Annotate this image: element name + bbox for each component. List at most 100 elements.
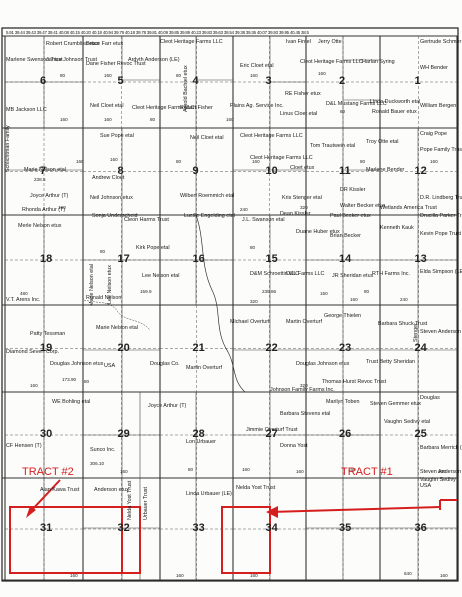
owner-label: Alan Kawa Trust xyxy=(40,487,80,493)
owner-label: Marlene Swenson Trust xyxy=(6,57,63,63)
owner-label: Cleot Heritage Farms LLC xyxy=(132,105,195,111)
acreage-label: 160 xyxy=(242,467,250,472)
acreage-label: 160 xyxy=(76,159,84,164)
owner-label: Trust Betty Sheridan xyxy=(366,359,415,365)
acreage-label: 160 xyxy=(440,573,448,578)
owner-label: Neil Cloet etal xyxy=(190,135,224,141)
owner-label: Dean Kissler xyxy=(280,211,311,217)
owner-label: Barbara Merrick (L) xyxy=(420,445,462,451)
owner-label: Steven Anderson etux xyxy=(420,469,462,475)
owner-label: Drucilla Parker Trust xyxy=(420,213,462,219)
owner-label: Joyce Arthur (T) xyxy=(148,403,187,409)
owner-label: Craig Pope xyxy=(420,131,447,137)
acreage-label: 80 xyxy=(60,73,66,78)
section-number: 31 xyxy=(40,522,53,534)
acreage-label: 160 xyxy=(30,383,38,388)
section-number: 33 xyxy=(192,522,205,534)
owner-label: Kevin Pope Trust xyxy=(420,231,462,237)
owner-label: Tom Trautwein etal xyxy=(310,143,356,149)
acreage-label: 80 xyxy=(364,289,370,294)
section-number: 16 xyxy=(192,253,205,265)
owner-label: DR Kissler xyxy=(340,187,366,193)
acreage-label: 640 xyxy=(404,571,412,576)
section-number: 19 xyxy=(40,341,53,354)
section-number: 8 xyxy=(117,164,124,177)
owner-label: V.T. Arens Inc. xyxy=(6,297,41,303)
owner-label: Ardyth Anderson (LE) xyxy=(128,57,180,63)
owner-label: Steven Gemmer etux xyxy=(370,401,421,407)
acreage-label: 80 xyxy=(84,379,90,384)
owner-label: Cloet etux xyxy=(290,165,315,171)
owner-label: Thomas Hurst Revoc Trust xyxy=(322,379,387,385)
section-number: 34 xyxy=(265,522,278,534)
acreage-label: 320 xyxy=(250,299,258,304)
owner-label: USA xyxy=(420,483,432,489)
acreage-label: 160 xyxy=(60,117,68,122)
section-number: 25 xyxy=(414,428,427,440)
section-number: 14 xyxy=(339,253,352,265)
owner-label: Gertrude Schmer xyxy=(420,39,462,45)
acreage-label: 160 xyxy=(226,117,234,122)
owner-label: Marie Nelson etal xyxy=(24,167,66,173)
owner-label: Robert Fisher xyxy=(180,105,213,111)
owner-label: Lucille Engelding etal xyxy=(184,213,235,219)
section-number: 36 xyxy=(414,522,427,534)
owner-label: Michael Overturf xyxy=(230,319,270,325)
section-number: 27 xyxy=(265,428,278,440)
owner-label: William Bergen xyxy=(420,103,457,109)
owner-label: Ivan Fintel xyxy=(286,39,311,45)
tract-2-arrowhead xyxy=(26,506,36,518)
section-number: 15 xyxy=(265,253,278,265)
owner-label: Donna Yost xyxy=(280,443,308,449)
owner-label: Stenger xyxy=(413,323,419,342)
owner-label: Marlene Bender xyxy=(366,167,405,173)
acreage-label: 160 xyxy=(70,573,78,578)
owner-label: Urbauer Trust xyxy=(143,487,149,520)
owner-label: Paul Becker etux xyxy=(330,213,371,219)
owner-label: Ronald Bauer etux xyxy=(372,109,417,115)
owner-label: Douglas Co. xyxy=(150,361,180,367)
acreage-label: 235.86 xyxy=(262,289,277,294)
acreage-label: 160 xyxy=(250,573,258,578)
owner-label: D&M Schroettin LLC xyxy=(250,271,300,277)
section-number: 5 xyxy=(117,75,124,87)
tract-1-arrowhead xyxy=(266,506,278,518)
owner-label: Andrew Cloet xyxy=(92,175,125,181)
owner-label: Sue Pope etal xyxy=(100,133,134,139)
owner-label: Jerry Otte xyxy=(318,39,342,45)
owner-label: Dane Fisher Revoc Trust xyxy=(86,61,146,67)
acreage-label: 160 xyxy=(104,73,112,78)
owner-label: Plains Ag. Service Inc. xyxy=(230,103,284,109)
section-number: 9 xyxy=(192,164,199,177)
section-number: 11 xyxy=(339,164,351,177)
acreage-label: 80 xyxy=(176,73,182,78)
owner-label: Patty Tessman xyxy=(30,331,66,337)
owner-label: Cleot Heritage Farms LLC xyxy=(250,155,313,161)
owner-label: Neil Cloet etal xyxy=(90,103,124,109)
owner-label: Sunco Inc. xyxy=(90,447,116,453)
owner-label: CF Hensen (T) xyxy=(6,443,42,449)
owner-label: Johnson Family Farms Inc. xyxy=(270,387,335,393)
acreage-label: 160 xyxy=(58,205,66,210)
acreage-label: 160 xyxy=(250,73,258,78)
owner-label: Lee Nelson etal xyxy=(142,273,180,279)
owner-label: Wetlands America Trust xyxy=(380,205,437,211)
section-number: 10 xyxy=(265,164,278,177)
owner-label: MB Jackson LLC xyxy=(6,107,47,113)
section-number: 6 xyxy=(40,75,47,87)
acreage-label: 160 xyxy=(252,159,260,164)
owner-label: RE Fisher etux xyxy=(285,91,321,97)
acreage-label: 160 xyxy=(120,469,128,474)
owner-label: Cleot Heritage Farms LLC xyxy=(240,133,303,139)
section-number: 2 xyxy=(339,75,346,87)
section-number: 4 xyxy=(192,75,199,87)
owner-label: Kenneth Kauk xyxy=(380,225,414,231)
owner-label: Kris Stenger etal xyxy=(282,195,322,201)
owner-label: Janice Johnson Trust xyxy=(46,57,97,63)
owner-label: Steven Anderson etux xyxy=(420,329,462,335)
section-number: 28 xyxy=(192,428,205,440)
owner-label: Elda Simpson (LE) xyxy=(420,269,462,275)
owner-label: Vaughn Sedivy xyxy=(420,477,456,483)
